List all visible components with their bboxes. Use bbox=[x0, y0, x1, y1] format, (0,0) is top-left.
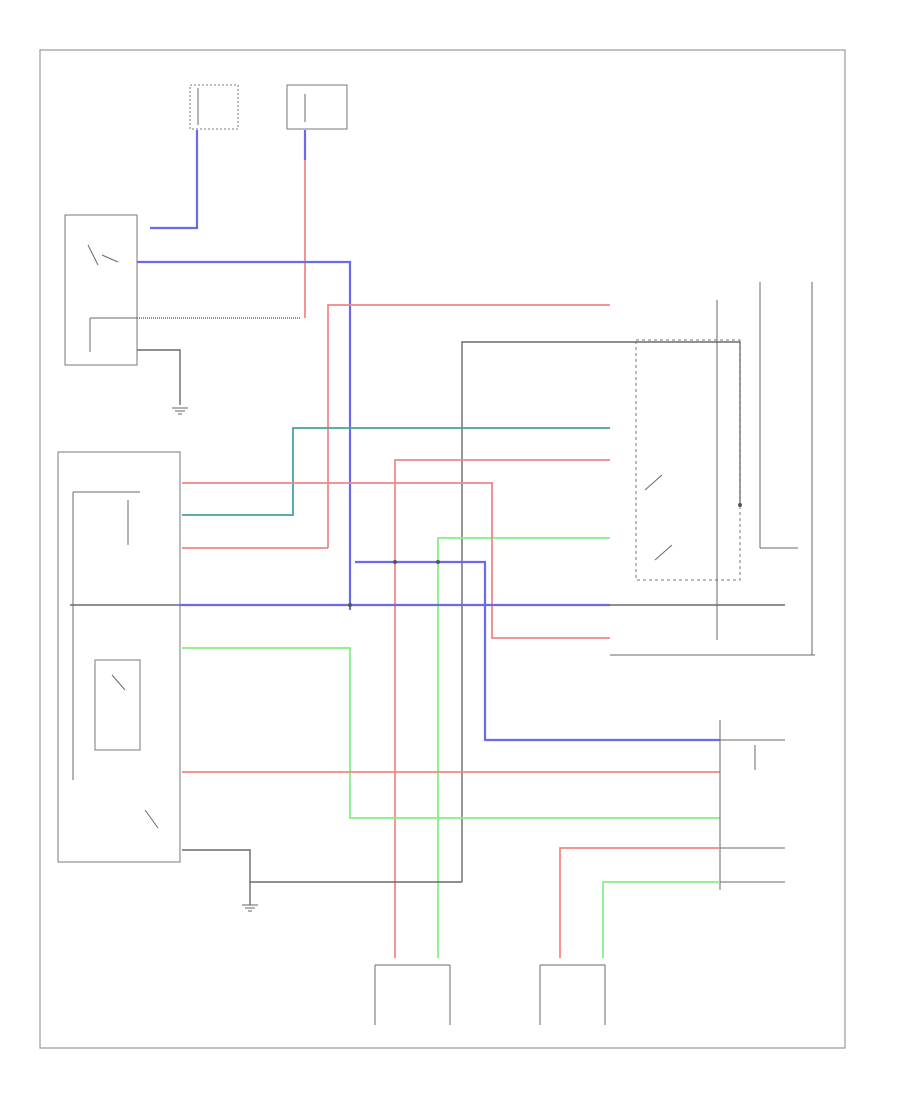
fuse-block-left bbox=[189, 84, 239, 130]
red-wire-right-actuator bbox=[559, 847, 720, 958]
bluegreen-wire bbox=[182, 427, 610, 516]
left-power-mirror-switch bbox=[57, 451, 181, 863]
power-mirror-control-relay bbox=[610, 282, 815, 656]
left-mirror-actuator bbox=[374, 964, 451, 1025]
ground-lead-top bbox=[137, 349, 181, 405]
red-wire-upper bbox=[327, 304, 610, 548]
red-wire-switch-right bbox=[182, 482, 610, 639]
power-mirror-switch-top bbox=[64, 214, 138, 366]
right-power-mirror-switch bbox=[719, 720, 785, 890]
junction-dots bbox=[348, 503, 742, 607]
green-wire-lower-loop bbox=[182, 647, 720, 819]
green-wire-left-actuator bbox=[437, 537, 610, 958]
ground-symbol-top bbox=[172, 407, 188, 415]
black-wire-relay-feed bbox=[461, 341, 741, 882]
feed-wire-blue bbox=[150, 130, 199, 230]
blue-wire-right-switch bbox=[355, 560, 720, 742]
red-wire-left-actuator bbox=[394, 459, 610, 958]
fuse-block-right bbox=[286, 84, 348, 130]
blue-bus-top bbox=[137, 260, 352, 610]
green-wire-right-actuator bbox=[602, 881, 720, 958]
black-wire-ground-bottom bbox=[182, 849, 462, 883]
ground-symbol-bottom bbox=[242, 904, 258, 912]
diagram-border bbox=[39, 49, 846, 1049]
right-mirror-actuator bbox=[539, 964, 606, 1025]
